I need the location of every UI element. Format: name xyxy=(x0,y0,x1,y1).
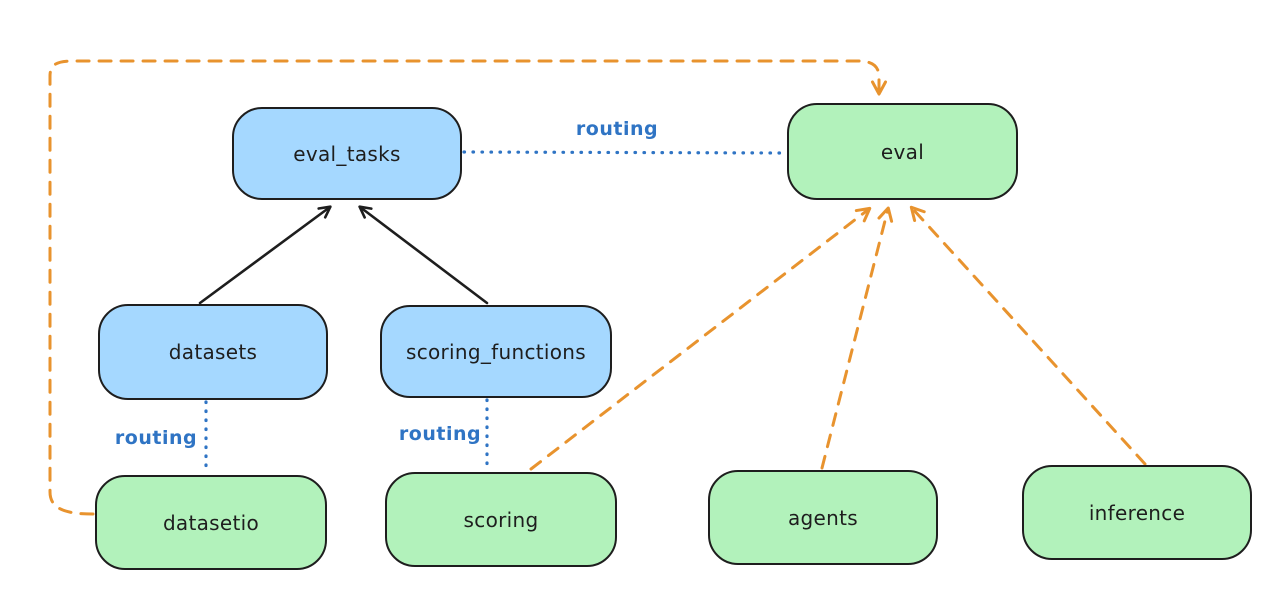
routing-label-scoring-functions-scoring: routing xyxy=(398,423,482,445)
edge-agents-to-eval xyxy=(820,206,894,470)
node-eval-tasks: eval_tasks xyxy=(232,107,462,200)
node-inference: inference xyxy=(1022,465,1252,560)
edge-scoring-to-eval xyxy=(529,206,872,471)
node-eval-label: eval xyxy=(880,139,925,164)
node-datasets: datasets xyxy=(98,304,328,400)
edge-datasets-to-eval-tasks xyxy=(198,205,332,305)
edge-eval-tasks-to-eval-routing xyxy=(462,150,788,155)
edge-inference-to-eval xyxy=(909,205,1147,466)
node-datasetio: datasetio xyxy=(95,475,327,570)
node-eval: eval xyxy=(787,103,1018,200)
node-datasetio-label: datasetio xyxy=(162,510,260,535)
node-datasets-label: datasets xyxy=(168,340,258,364)
node-inference-label: inference xyxy=(1088,500,1186,525)
edge-scoring-functions-to-eval-tasks xyxy=(358,205,489,305)
node-scoring-label: scoring xyxy=(463,507,539,532)
node-scoring: scoring xyxy=(385,472,617,567)
routing-label-datasets-datasetio: routing xyxy=(114,427,198,449)
node-scoring-functions: scoring_functions xyxy=(380,305,612,398)
routing-label-eval-tasks-eval: routing xyxy=(575,118,659,140)
node-eval-tasks-label: eval_tasks xyxy=(293,141,401,166)
node-agents-label: agents xyxy=(788,505,858,530)
node-agents: agents xyxy=(708,470,938,565)
edge-datasetio-to-eval xyxy=(48,59,887,516)
node-scoring-functions-label: scoring_functions xyxy=(405,339,587,364)
